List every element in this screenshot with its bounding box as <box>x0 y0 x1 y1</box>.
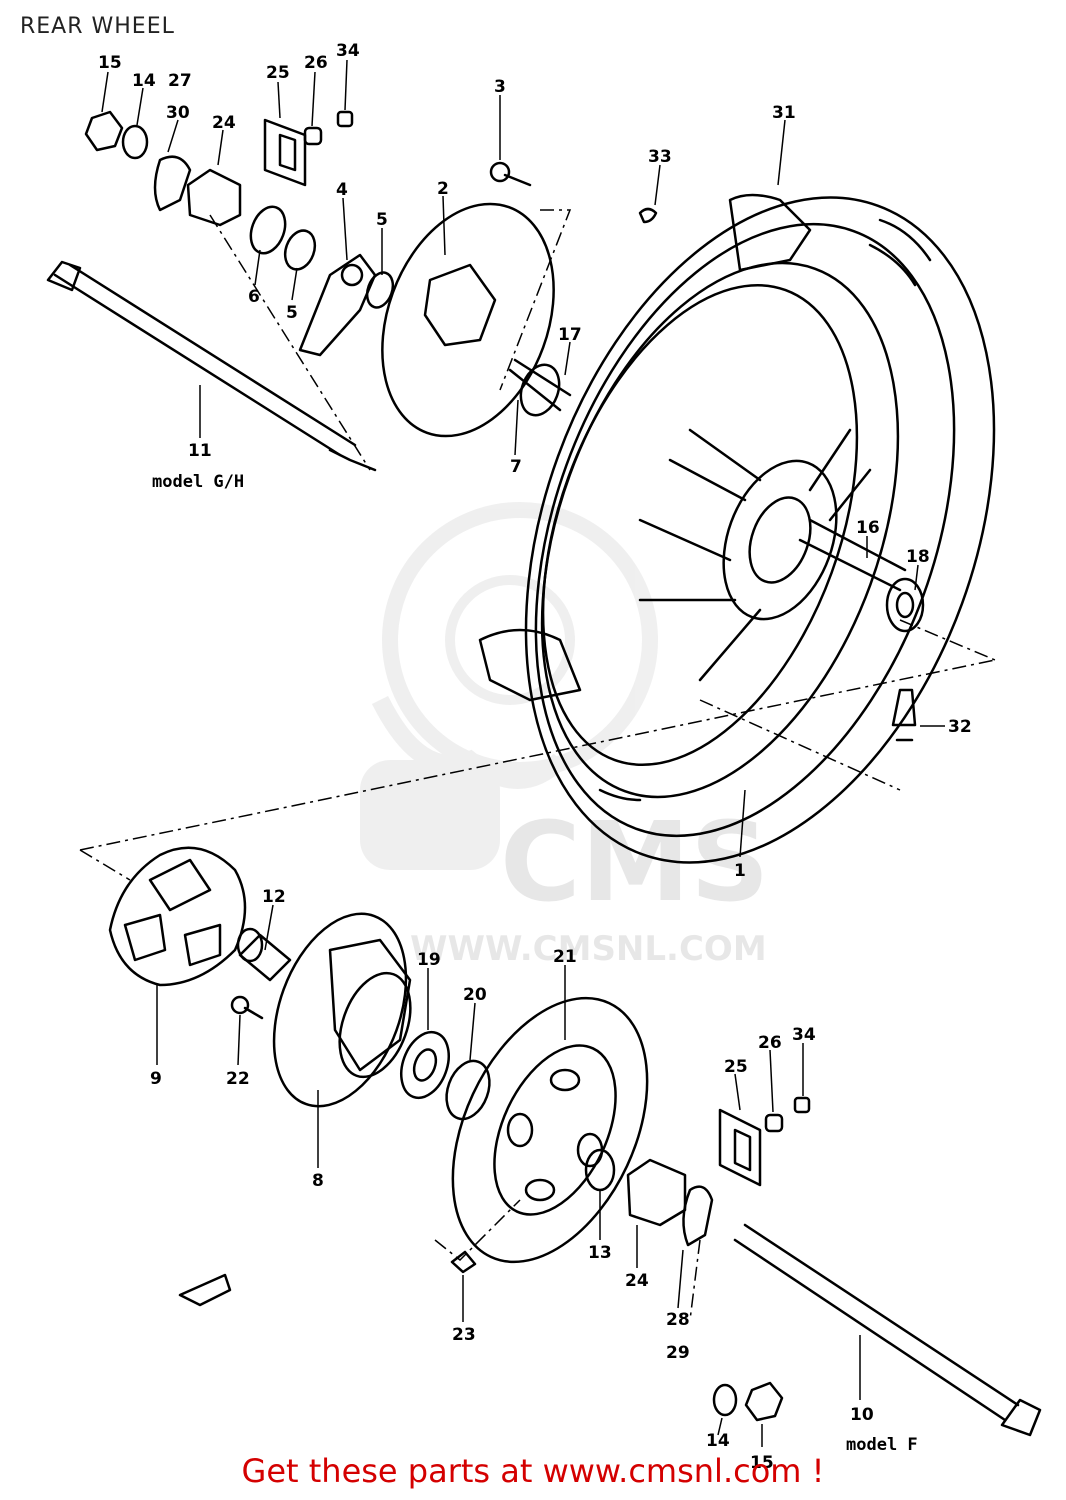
callout-18: 18 <box>906 547 930 567</box>
callout-23: 23 <box>452 1325 476 1345</box>
sprocket-21 <box>451 996 649 1264</box>
callout-24-lower: 24 <box>625 1271 649 1291</box>
callout-20: 20 <box>463 985 487 1005</box>
bolt-3 <box>489 161 532 187</box>
callout-33: 33 <box>648 147 672 167</box>
model-labels: model G/H model F <box>152 472 918 1455</box>
sleeve-12 <box>236 927 292 982</box>
callout-6: 6 <box>248 287 260 307</box>
callout-5-upper: 5 <box>376 210 388 230</box>
callout-24-upper: 24 <box>212 113 236 133</box>
callout-26-upper: 26 <box>304 53 328 73</box>
callout-30: 30 <box>166 103 190 123</box>
callout-9: 9 <box>150 1069 162 1089</box>
callout-25-upper: 25 <box>266 63 290 83</box>
callout-19: 19 <box>417 950 441 970</box>
axle-10 <box>733 1223 1042 1437</box>
bearing-19 <box>400 1030 450 1100</box>
washer-14-lower <box>712 1383 738 1417</box>
cush-damper-9 <box>108 846 247 987</box>
wheel-assembly <box>478 193 996 864</box>
callout-13: 13 <box>588 1243 612 1263</box>
callout-14-lower: 14 <box>706 1431 730 1451</box>
callout-8: 8 <box>312 1171 324 1191</box>
callout-26-lower: 26 <box>758 1033 782 1053</box>
nut-33 <box>638 207 658 224</box>
footer-text[interactable]: Get these parts at www.cmsnl.com ! <box>241 1452 825 1490</box>
callout-34-upper: 34 <box>336 41 360 61</box>
callout-7: 7 <box>510 457 522 477</box>
callout-labels: 15 14 27 30 24 25 26 34 3 33 31 2 4 5 6 … <box>98 41 972 1473</box>
callout-32: 32 <box>948 717 972 737</box>
model-label-upper: model G/H <box>152 472 244 492</box>
callout-34-lower: 34 <box>792 1025 816 1045</box>
callout-15-upper: 15 <box>98 53 122 73</box>
callout-10: 10 <box>850 1405 874 1425</box>
callout-29: 29 <box>666 1343 690 1363</box>
callout-21: 21 <box>553 947 577 967</box>
callout-14-upper: 14 <box>132 71 156 91</box>
model-label-lower: model F <box>846 1435 918 1455</box>
bolt-22 <box>230 995 264 1020</box>
alignment-lines <box>79 209 996 1321</box>
nut-15-lower <box>744 1381 784 1422</box>
callout-11: 11 <box>188 441 212 461</box>
nut-23 <box>450 1250 477 1274</box>
leader-lines <box>101 59 945 1447</box>
sprocket-drum-8 <box>272 912 412 1108</box>
callout-4: 4 <box>336 180 348 200</box>
page-title: REAR WHEEL <box>20 14 175 39</box>
callout-28: 28 <box>666 1310 690 1330</box>
callout-22: 22 <box>226 1069 250 1089</box>
callout-2: 2 <box>437 179 449 199</box>
footer-link-text[interactable]: Get these parts at www.cmsnl.com ! <box>0 1452 1066 1490</box>
callout-12: 12 <box>262 887 286 907</box>
caliper-bracket-4 <box>298 253 377 357</box>
axle-11 <box>46 260 377 472</box>
front-arrow <box>178 1273 232 1307</box>
callout-31: 31 <box>772 103 796 123</box>
watermark-logo: CMS <box>500 798 769 926</box>
chain-adjuster-upper <box>84 110 354 227</box>
callout-15-lower: 15 <box>750 1453 774 1473</box>
callout-1: 1 <box>734 861 746 881</box>
callout-16: 16 <box>856 518 880 538</box>
callout-27: 27 <box>168 71 192 91</box>
watermark-url: WWW.CMSNL.COM <box>410 929 767 969</box>
callout-25-lower: 25 <box>724 1057 748 1077</box>
oil-seal-20 <box>445 1059 491 1121</box>
callout-3: 3 <box>494 77 506 97</box>
callout-5-lower: 5 <box>286 303 298 323</box>
chain-adjuster-lower <box>626 1096 811 1247</box>
callout-17: 17 <box>558 325 582 345</box>
